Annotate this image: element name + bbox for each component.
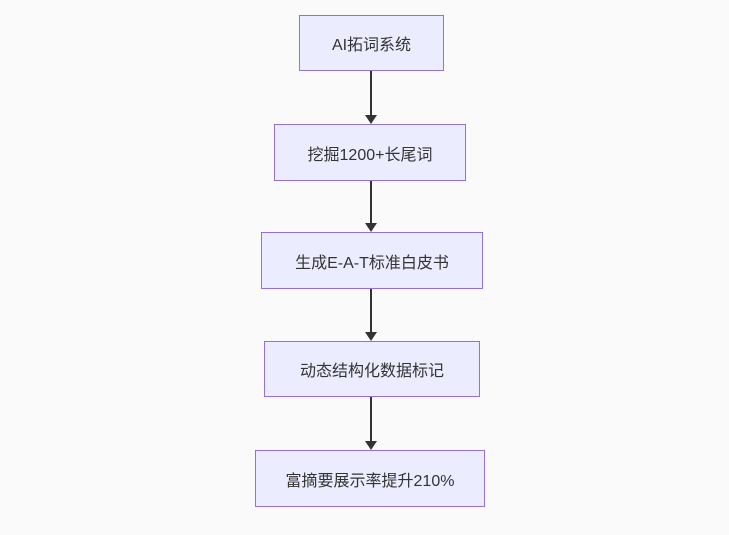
arrowhead-icon (365, 441, 377, 450)
flow-node-label: 动态结构化数据标记 (299, 363, 444, 380)
flow-node-label: 挖掘1200+长尾词 (307, 146, 433, 164)
arrowhead-icon (365, 332, 377, 341)
flow-node-rich-snippet-result: 富摘要展示率提升210% (255, 450, 485, 507)
flow-node-eat-whitepaper: 生成E-A-T标准白皮书 (261, 232, 483, 289)
flow-node-structured-data-markup: 动态结构化数据标记 (264, 341, 480, 397)
arrow-shaft (370, 289, 372, 332)
arrow-down-icon (365, 181, 377, 232)
flow-node-label: 生成E-A-T标准白皮书 (295, 254, 449, 272)
arrow-shaft (370, 71, 372, 115)
arrow-shaft (370, 397, 372, 441)
arrow-down-icon (365, 397, 377, 450)
arrowhead-icon (365, 223, 377, 232)
flow-node-ai-word-expansion: AI拓词系统 (299, 15, 444, 71)
arrow-shaft (370, 181, 372, 223)
arrow-down-icon (365, 289, 377, 341)
flow-node-longtail-mining: 挖掘1200+长尾词 (274, 124, 466, 181)
flow-node-label: 富摘要展示率提升210% (285, 472, 455, 490)
flow-node-label: AI拓词系统 (331, 37, 412, 54)
arrow-down-icon (365, 71, 377, 124)
arrowhead-icon (365, 115, 377, 124)
